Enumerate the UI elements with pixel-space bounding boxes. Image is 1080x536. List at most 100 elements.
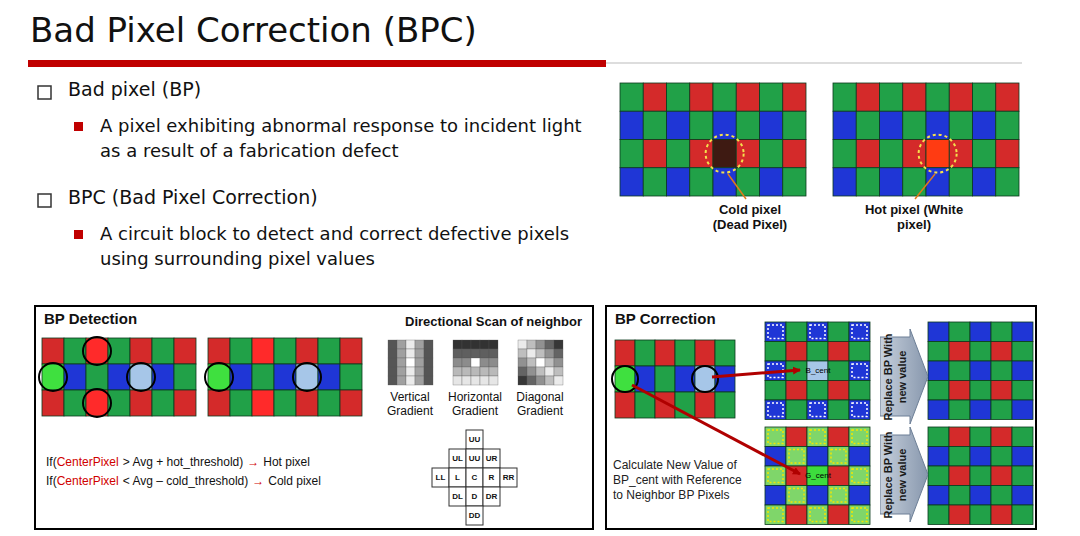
bayer-cell [1012,322,1033,342]
bayer-cell [849,427,870,447]
bayer-cell [615,392,635,418]
bayer-cell [615,340,635,366]
bayer-cell [783,83,806,111]
bayer-cell [949,400,970,420]
condition-line: If(CenterPixel< Avg – cold_threshold)→Co… [46,474,325,488]
bayer-cell [849,381,870,401]
bayer-cell [807,486,828,506]
bayer-cell [807,381,828,401]
bayer-cell [949,427,970,447]
bayer-cell [786,447,807,467]
bullet-square [38,194,51,207]
bayer-cell [949,140,972,168]
bayer-cell [928,400,949,420]
bayer-grid [928,322,1033,420]
condition-text: < Avg – cold_threshold) [123,474,249,488]
bayer-cell [926,111,949,139]
bayer-cell [786,427,807,447]
bayer-cell [1012,381,1033,401]
bayer-cell [690,111,713,139]
neighbor-mark [768,325,783,339]
neighbor-cell [466,430,483,449]
bayer-cell [208,390,230,416]
bayer-cell [903,168,926,196]
bayer-cell [760,83,783,111]
bayer-cell [1012,466,1033,486]
bayer-cell [736,111,759,139]
bayer-cell [42,390,64,416]
bayer-cell [208,364,230,390]
bayer-cell [991,400,1012,420]
bayer-cell [949,361,970,381]
bayer-cell [849,322,870,342]
bayer-cell [807,400,828,420]
bayer-cell [1012,342,1033,362]
neighbor-label: UL [449,449,466,468]
neighbor-label: R [483,468,500,487]
bayer-cell [970,427,991,447]
bayer-cell [252,338,274,364]
bayer-cell [849,400,870,420]
bayer-cell [970,322,991,342]
bayer-cell [667,83,690,111]
bayer-cell [903,111,926,139]
bayer-cell [928,342,949,362]
bayer-cell [880,168,903,196]
bayer-cell [783,140,806,168]
bayer-cell [318,338,340,364]
bayer-cell [130,390,152,416]
bayer-cell [340,338,362,364]
bayer-cell [970,505,991,525]
bayer-grid [765,427,870,525]
gradient-thumb [388,340,433,385]
pointer-arrow [712,370,800,377]
neighbor-mark [852,430,867,444]
cell-label: G_cent [803,471,833,480]
bayer-cell [643,111,666,139]
bayer-cell [849,486,870,506]
block-arrow: Replace BP With new value [880,329,928,424]
neighbor-mark [852,325,867,339]
bayer-cell [996,111,1019,139]
bayer-cell [926,83,949,111]
bayer-cell [1012,486,1033,506]
bayer-crop [42,338,196,416]
sub-bullet [74,230,83,239]
bayer-cell [620,111,643,139]
title-bar [28,60,606,67]
bayer-cell [880,111,903,139]
bayer-cell [970,486,991,506]
bayer-cell [230,338,252,364]
neighbor-cell [466,506,483,525]
bayer-cell [828,400,849,420]
bayer-cell [152,338,174,364]
neighbor-mark [768,508,783,522]
bayer-cell [928,505,949,525]
bayer-cell [760,111,783,139]
bayer-cell [675,340,695,366]
scan-circle [83,337,111,365]
bayer-grid [833,83,1019,196]
bayer-cell [340,364,362,390]
bayer-cell [643,140,666,168]
neighbor-cell [466,487,483,506]
bayer-cell [880,140,903,168]
bayer-cell [783,111,806,139]
bayer-cell [807,427,828,447]
bayer-cell [783,168,806,196]
scan-circle [612,366,638,392]
bayer-cell [807,505,828,525]
bayer-cell [713,111,736,139]
neighbor-label: RR [500,468,517,487]
bayer-cell [849,342,870,362]
neighbor-label: L [449,468,466,487]
bullet-text: BPC (Bad Pixel Correction) [68,186,318,208]
bayer-cell [620,140,643,168]
neighbor-label: DD [466,506,483,525]
neighbor-label: DL [449,487,466,506]
neighbor-cell [449,449,466,468]
bayer-cell [970,466,991,486]
bayer-cell [833,111,856,139]
scan-circle [83,389,111,417]
neighbor-mark [810,430,825,444]
